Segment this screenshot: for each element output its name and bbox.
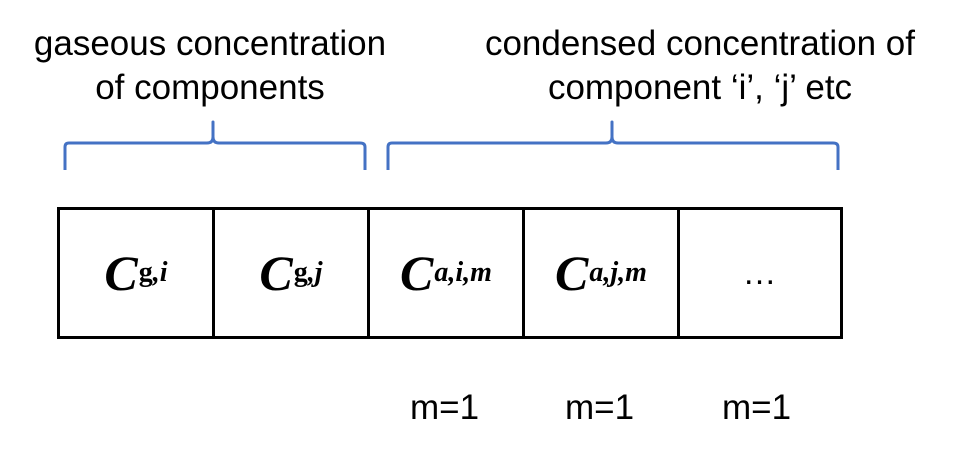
gaseous-label: gaseous concentration of components xyxy=(10,22,410,110)
cell-symbol: C xyxy=(555,245,589,301)
condensed-label-line2: component ‘i’, ‘j’ etc xyxy=(547,68,853,107)
cell-ellipsis: … xyxy=(680,210,840,336)
m-label-1: m=1 xyxy=(409,388,480,427)
m-label-2: m=1 xyxy=(564,388,635,427)
ellipsis-text: … xyxy=(742,253,778,292)
cell-symbol: C xyxy=(104,245,138,301)
subscript-index: ,i xyxy=(152,257,168,288)
cell-subscript: a,i,m xyxy=(434,257,492,289)
gaseous-label-line2: of components xyxy=(95,68,325,107)
gaseous-label-line1: gaseous concentration xyxy=(33,24,387,63)
condensed-brace xyxy=(386,120,840,170)
condensed-label-line1: condensed concentration of xyxy=(484,24,916,63)
subscript-phase: g xyxy=(293,257,308,288)
subscript-index: a,i,m xyxy=(434,257,492,288)
subscript-phase: g xyxy=(138,257,153,288)
subscript-index: a,j,m xyxy=(589,257,647,288)
condensed-label: condensed concentration of component ‘i’… xyxy=(430,22,970,110)
m-label-3: m=1 xyxy=(721,388,792,427)
cell-subscript: g,j xyxy=(294,257,323,289)
cell-symbol: C xyxy=(400,245,434,301)
cell-subscript: g,i xyxy=(139,257,168,289)
gaseous-brace xyxy=(63,120,367,170)
cell-symbol: C xyxy=(259,245,293,301)
cell-subscript: a,j,m xyxy=(589,257,647,289)
subscript-index: ,j xyxy=(307,257,323,288)
